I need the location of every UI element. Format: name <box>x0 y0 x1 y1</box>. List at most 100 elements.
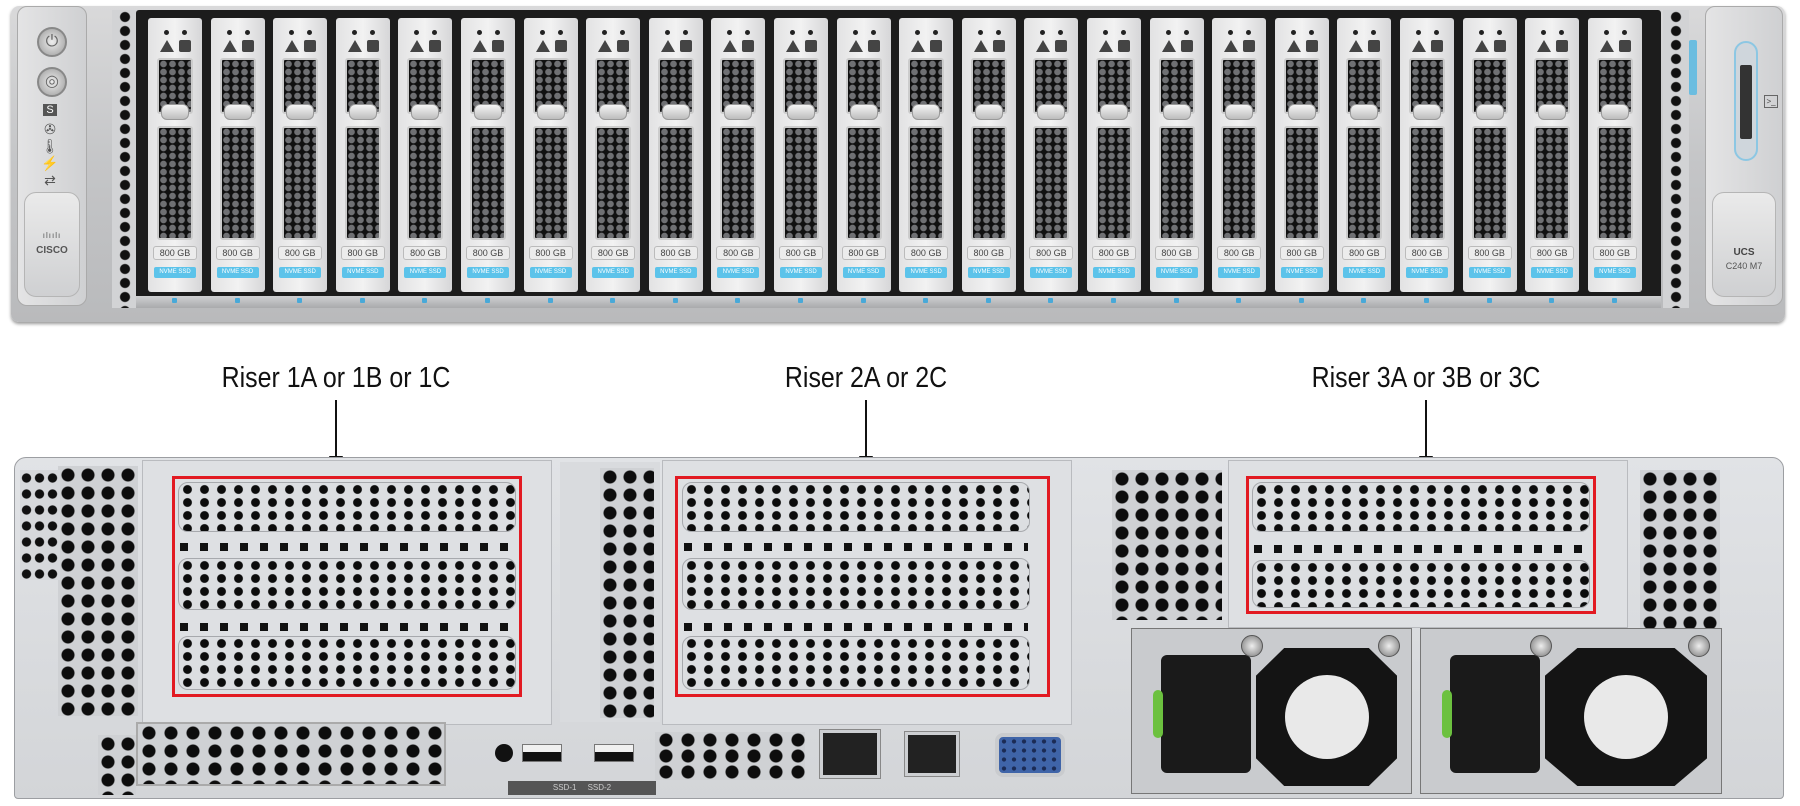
warning-icon <box>1349 40 1364 52</box>
mgmt-ethernet-port[interactable] <box>819 729 881 779</box>
drive-latch[interactable] <box>348 104 377 120</box>
ac-power-inlet[interactable] <box>1450 655 1540 773</box>
locate-icon <box>679 40 692 52</box>
drive-slot[interactable]: 800 GB NVME SSD <box>335 18 390 292</box>
pcie-slot-cover[interactable] <box>1252 560 1590 608</box>
drive-slot[interactable]: 800 GB NVME SSD <box>148 18 202 292</box>
drive-slot[interactable]: 800 GB NVME SSD <box>273 18 328 292</box>
drive-latch[interactable] <box>286 104 315 120</box>
drive-latch[interactable] <box>474 104 502 120</box>
drive-slot[interactable]: 800 GB NVME SSD <box>899 18 954 292</box>
riser-1-highlight <box>172 476 522 697</box>
pcie-slot-cover[interactable] <box>682 482 1030 532</box>
fault-led-icon <box>1183 30 1189 35</box>
drive-slot[interactable]: 800 GB NVME SSD <box>648 18 703 292</box>
warning-icon <box>1537 40 1552 52</box>
psu-release-latch[interactable] <box>1153 690 1163 738</box>
drive-slot[interactable]: 800 GB NVME SSD <box>961 18 1016 292</box>
drive-latch[interactable] <box>1600 104 1629 120</box>
ac-power-inlet[interactable] <box>1161 655 1251 773</box>
pcie-slot-cover[interactable] <box>178 482 516 532</box>
drive-grille <box>720 126 757 240</box>
drive-latch[interactable] <box>599 104 628 120</box>
drive-latch[interactable] <box>411 104 440 120</box>
drive-latch[interactable] <box>1413 104 1441 120</box>
locate-icon <box>867 40 880 52</box>
usb-2-label: SSD-2 <box>587 783 612 792</box>
unit-id-icon[interactable]: ◎ <box>37 67 67 97</box>
power-icon[interactable]: ⏻ <box>37 27 67 57</box>
pcie-slot-cover[interactable] <box>682 636 1030 690</box>
drive-slot[interactable]: 800 GB NVME SSD <box>523 18 578 292</box>
psu-release-latch[interactable] <box>1442 690 1452 738</box>
activity-led-icon <box>852 30 858 35</box>
drive-latch[interactable] <box>1100 104 1128 120</box>
mid-vent <box>1112 470 1222 620</box>
slot-divider <box>1254 545 1588 553</box>
usb-port-2[interactable] <box>594 744 634 762</box>
activity-led-icon <box>1290 30 1296 35</box>
drive-latch[interactable] <box>912 104 941 120</box>
vga-port[interactable] <box>995 733 1065 777</box>
drive-latch[interactable] <box>724 104 753 120</box>
pcie-slot-cover[interactable] <box>178 558 516 610</box>
drive-slot[interactable]: 800 GB NVME SSD <box>1525 18 1580 292</box>
drive-slot[interactable]: 800 GB NVME SSD <box>1587 18 1642 292</box>
drive-slot[interactable]: 800 GB NVME SSD <box>1212 18 1267 292</box>
drive-latch[interactable] <box>1350 104 1379 120</box>
pcie-slot-cover[interactable] <box>682 558 1030 610</box>
drive-latch[interactable] <box>849 104 878 120</box>
fan-hub <box>1284 675 1369 759</box>
drive-status-led-icon <box>1361 298 1367 303</box>
activity-led-icon <box>727 30 733 35</box>
usb-port-1[interactable] <box>522 744 562 762</box>
drive-slot[interactable]: 800 GB NVME SSD <box>711 18 766 292</box>
drive-type-badge: NVME SSD <box>1093 267 1135 278</box>
drive-latch[interactable] <box>1225 104 1254 120</box>
pcie-slot-cover[interactable] <box>1252 482 1590 532</box>
drive-slot[interactable]: 800 GB NVME SSD <box>1149 18 1204 292</box>
riser-divider <box>560 462 660 722</box>
drive-latch[interactable] <box>787 104 815 120</box>
kvm-connector[interactable] <box>1734 41 1758 161</box>
fault-led-icon <box>745 30 751 35</box>
drive-slot[interactable]: 800 GB NVME SSD <box>774 18 828 292</box>
drive-latch[interactable] <box>661 104 690 120</box>
warning-icon <box>723 40 738 52</box>
id-button[interactable] <box>495 744 513 762</box>
pcie-slot-cover[interactable] <box>178 636 516 690</box>
activity-led-icon <box>1353 30 1359 35</box>
drive-latch[interactable] <box>1037 104 1066 120</box>
drive-latch[interactable] <box>536 104 565 120</box>
drive-slot[interactable]: 800 GB NVME SSD <box>1462 18 1517 292</box>
drive-slot[interactable]: 800 GB NVME SSD <box>836 18 891 292</box>
serial-port[interactable] <box>904 731 960 777</box>
drive-capacity: 800 GB <box>528 246 573 260</box>
pull-tab[interactable] <box>1689 40 1697 95</box>
drive-slot[interactable]: 800 GB NVME SSD <box>586 18 641 292</box>
locate-icon <box>1180 40 1193 52</box>
drive-slot[interactable]: 800 GB NVME SSD <box>461 18 515 292</box>
model-name: C240 M7 <box>1725 261 1763 271</box>
drive-latch[interactable] <box>161 104 189 120</box>
riser-3-highlight <box>1246 476 1596 614</box>
drive-slot[interactable]: 800 GB NVME SSD <box>1024 18 1079 292</box>
drive-slot[interactable]: 800 GB NVME SSD <box>398 18 453 292</box>
drive-slot[interactable]: 800 GB NVME SSD <box>1087 18 1141 292</box>
drive-type-badge: NVME SSD <box>1406 267 1448 278</box>
drive-latch[interactable] <box>223 104 252 120</box>
ocp-slot-cover[interactable] <box>136 722 446 786</box>
drive-slot[interactable]: 800 GB NVME SSD <box>1337 18 1392 292</box>
drive-slot[interactable]: 800 GB NVME SSD <box>1400 18 1454 292</box>
drive-slot[interactable]: 800 GB NVME SSD <box>1274 18 1329 292</box>
screw-icon <box>1688 635 1710 657</box>
drive-latch[interactable] <box>1287 104 1316 120</box>
slot-divider <box>180 623 514 631</box>
drive-latch[interactable] <box>1475 104 1504 120</box>
drive-latch[interactable] <box>1538 104 1567 120</box>
system-status-icon: S <box>43 104 57 116</box>
warning-icon <box>535 40 550 52</box>
drive-latch[interactable] <box>974 104 1003 120</box>
drive-slot[interactable]: 800 GB NVME SSD <box>210 18 265 292</box>
drive-latch[interactable] <box>1162 104 1191 120</box>
